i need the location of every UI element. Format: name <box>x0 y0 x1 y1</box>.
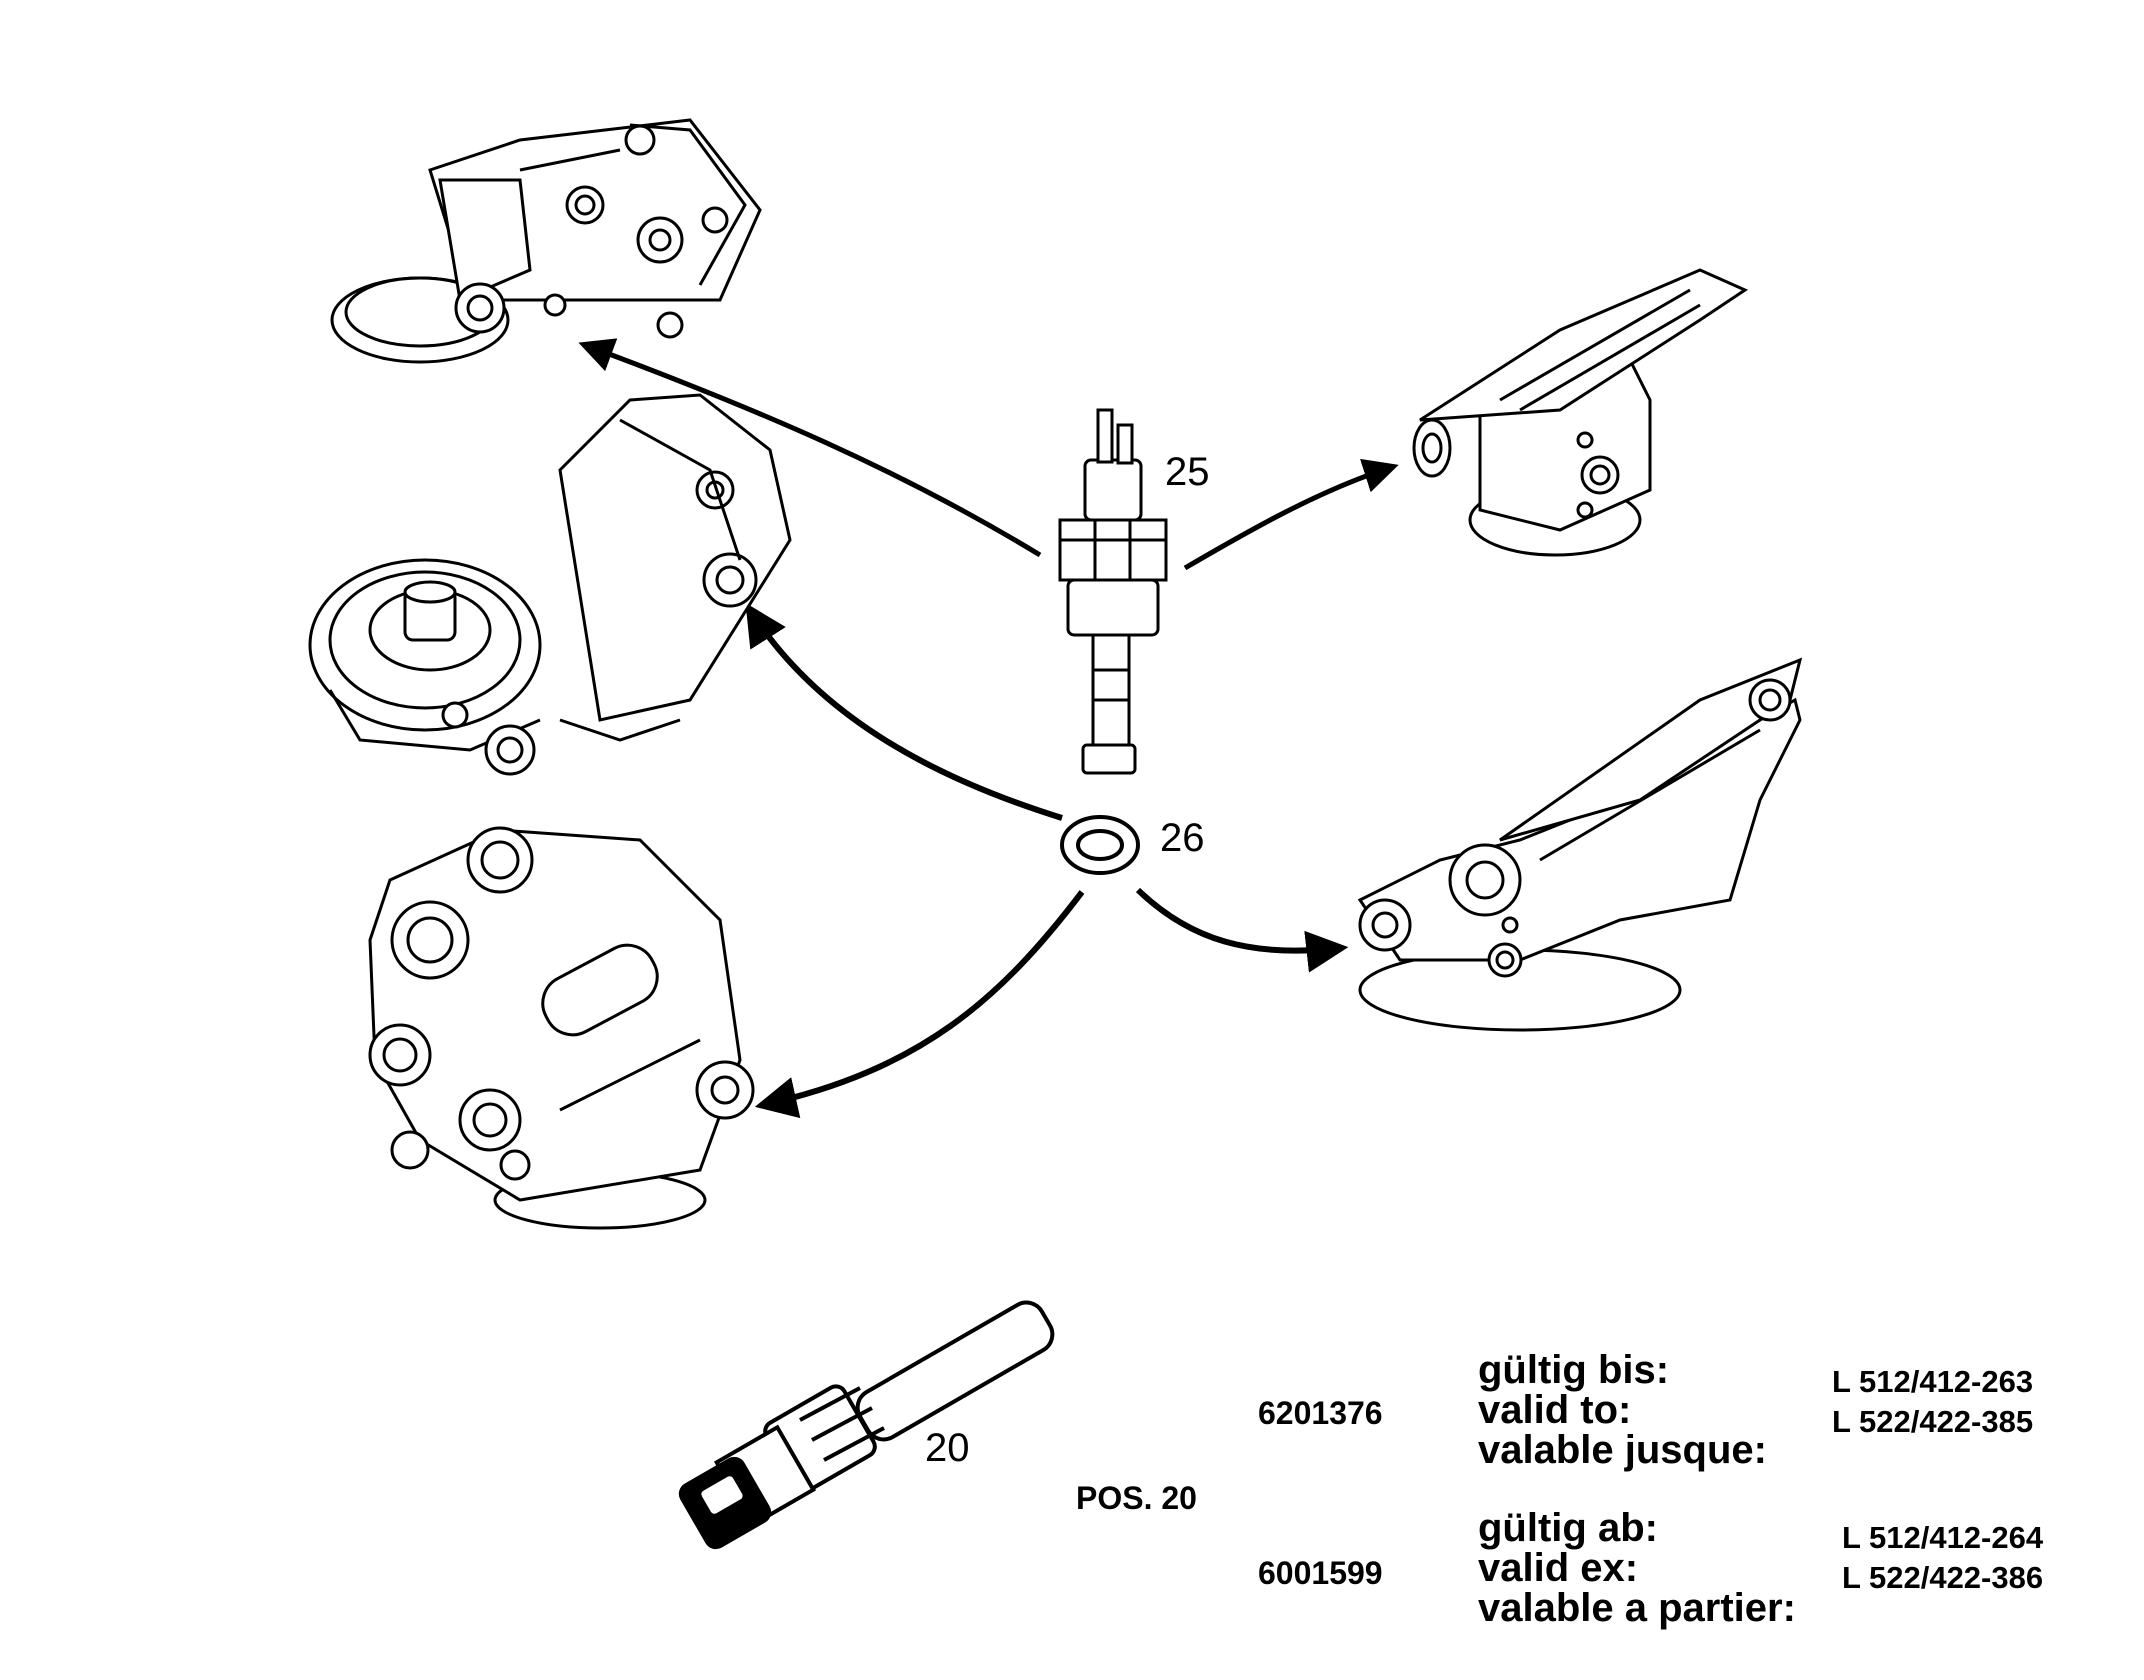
arrow-to-bottom-right-housing <box>1135 887 1349 973</box>
callout-26: 26 <box>1160 816 1205 860</box>
arrow-to-top-right-housing <box>1183 458 1399 571</box>
filter-housing-top-left <box>330 118 762 364</box>
part-number-1: 6201376 <box>1258 1395 1383 1431</box>
validity-text-2: gültig ab: valid ex: valable a partier: <box>1478 1508 1796 1628</box>
position-label: POS. 20 <box>1076 1480 1197 1516</box>
validity-line: gültig ab: <box>1478 1506 1658 1550</box>
arrow-to-bottom-left-housing <box>754 890 1085 1119</box>
serial-range-line: L 512/412-263 <box>1832 1364 2034 1399</box>
temperature-sender <box>678 1300 1055 1550</box>
arrow-to-middle-left-housing <box>745 602 1063 821</box>
validity-line: valable jusque: <box>1478 1428 1767 1472</box>
serial-range-line: L 522/422-385 <box>1832 1404 2034 1439</box>
filter-housing-middle-left <box>308 393 792 776</box>
serial-range-line: L 512/412-264 <box>1842 1520 2044 1555</box>
filter-housing-bottom-left <box>368 826 755 1230</box>
serial-range-line: L 522/422-386 <box>1842 1560 2044 1595</box>
sealing-ring <box>1060 815 1140 875</box>
callout-25: 25 <box>1165 450 1210 494</box>
validity-line: gültig bis: <box>1478 1348 1670 1392</box>
pressure-switch <box>1058 408 1168 775</box>
serial-range-1: L 512/412-263 L 522/422-385 <box>1832 1362 2033 1442</box>
connector-lines <box>578 338 1399 1119</box>
filter-housing-bottom-right <box>1357 657 1803 1032</box>
part-number-2: 6001599 <box>1258 1555 1383 1591</box>
validity-text-1: gültig bis: valid to: valable jusque: <box>1478 1350 1767 1470</box>
validity-line: valid ex: <box>1478 1546 1639 1590</box>
validity-line: valable a partier: <box>1478 1586 1796 1630</box>
serial-range-2: L 512/412-264 L 522/422-386 <box>1842 1518 2043 1598</box>
callout-20: 20 <box>925 1426 970 1470</box>
arrow-to-top-left-housing <box>578 338 1042 558</box>
validity-line: valid to: <box>1478 1388 1632 1432</box>
filter-housing-top-right <box>1412 268 1749 557</box>
